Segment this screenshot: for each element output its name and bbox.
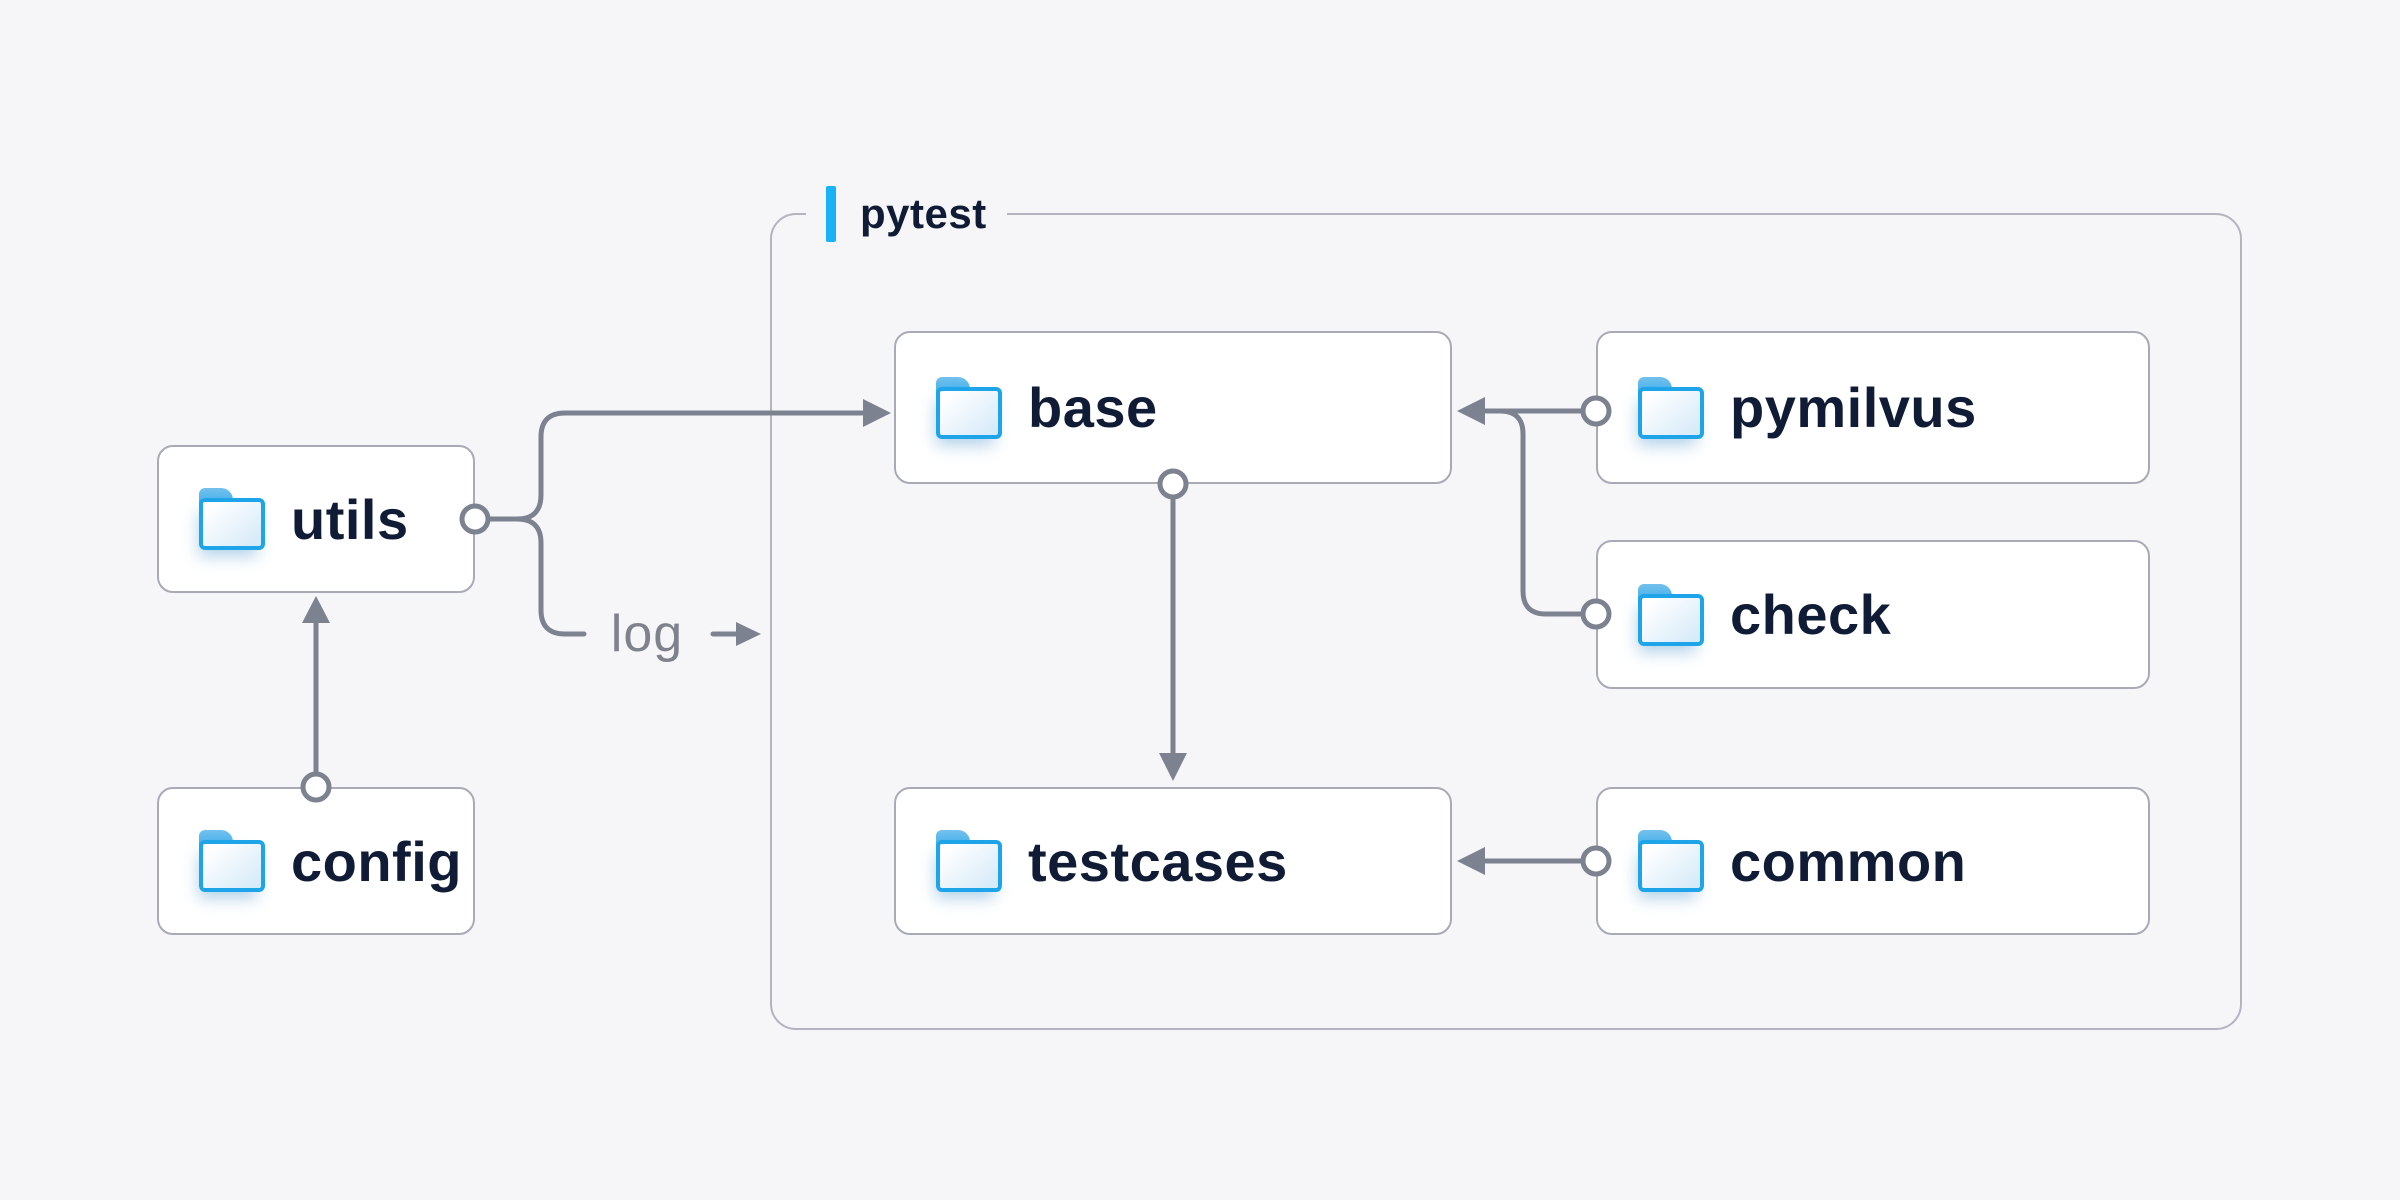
- node-label: pymilvus: [1730, 376, 1977, 439]
- edge-utils-log: [514, 516, 587, 637]
- folder-icon: [1638, 830, 1704, 892]
- folder-icon: [1638, 583, 1704, 646]
- folder-icon: [199, 830, 265, 892]
- node-label: testcases: [1028, 829, 1288, 893]
- arrowhead-log: [736, 622, 761, 646]
- node-label: base: [1028, 376, 1158, 439]
- node-utils: utils: [157, 445, 475, 593]
- pytest-label-text: pytest: [860, 190, 987, 237]
- node-label: config: [291, 829, 462, 893]
- node-pymilvus: pymilvus: [1596, 331, 2150, 484]
- pytest-container: [770, 213, 2242, 1030]
- node-label: check: [1730, 583, 1892, 646]
- node-testcases: testcases: [894, 787, 1452, 935]
- folder-icon: [936, 376, 1002, 439]
- arrowhead-into-utils: [302, 596, 330, 623]
- accent-bar-icon: [826, 186, 836, 242]
- node-config: config: [157, 787, 475, 935]
- node-check: check: [1596, 540, 2150, 689]
- node-label: utils: [291, 487, 409, 551]
- folder-icon: [199, 488, 265, 550]
- node-common: common: [1596, 787, 2150, 935]
- folder-icon: [1638, 376, 1704, 439]
- edge-label-log: log: [610, 605, 684, 663]
- node-base: base: [894, 331, 1452, 484]
- folder-icon: [936, 830, 1002, 892]
- pytest-label: pytest: [806, 183, 1007, 245]
- node-label: common: [1730, 829, 1967, 893]
